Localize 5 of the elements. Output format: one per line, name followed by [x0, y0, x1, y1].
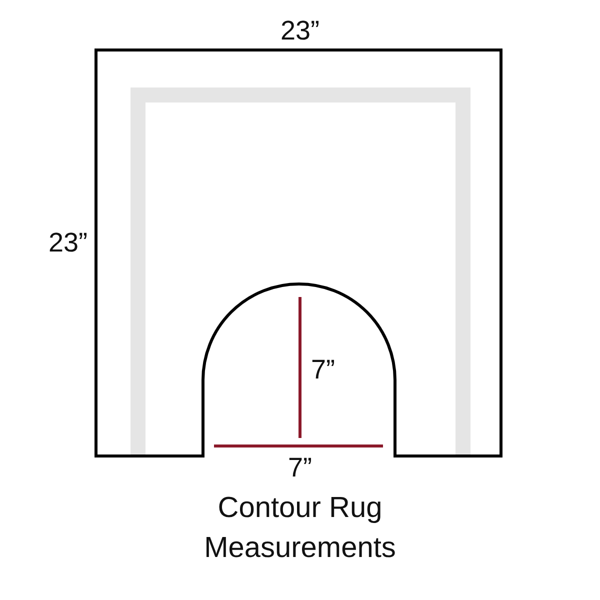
dimension-label: 23” [280, 18, 320, 44]
caption: Contour Rug Measurements [203, 491, 397, 566]
dimension-label: 7” [311, 356, 335, 384]
dimension-label: 23” [48, 230, 88, 256]
dimension-label: 7” [288, 454, 312, 482]
